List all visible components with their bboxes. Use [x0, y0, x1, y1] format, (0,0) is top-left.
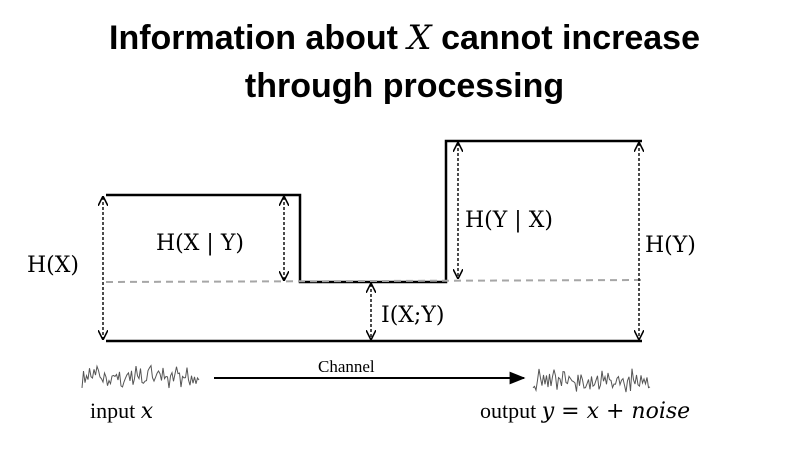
input-caption: input x — [90, 398, 154, 424]
label-h-x: H(X) — [27, 253, 79, 278]
title-line-2: through processing — [244, 67, 565, 105]
input-variable: x — [141, 399, 154, 424]
title-line-1: Information about X cannot increase — [109, 18, 700, 58]
label-h-y-given-x: H(Y | X) — [465, 208, 553, 233]
output-caption: output y = x + noise — [480, 398, 690, 424]
title-variable-x: X — [407, 18, 432, 58]
slide-title: Information about X cannot increase thro… — [0, 14, 809, 110]
entropy-step-outline — [106, 139, 642, 284]
output-noise-signal — [532, 368, 651, 393]
mutual-info-dashed-line — [105, 279, 643, 283]
output-expression: y = x + noise — [541, 399, 690, 424]
input-noise-signal — [81, 364, 200, 389]
channel-label: Channel — [318, 357, 375, 376]
label-h-x-given-y: H(X | Y) — [156, 231, 244, 256]
label-h-y: H(Y) — [645, 233, 696, 258]
label-mutual-info: I(X;Y) — [381, 303, 444, 328]
